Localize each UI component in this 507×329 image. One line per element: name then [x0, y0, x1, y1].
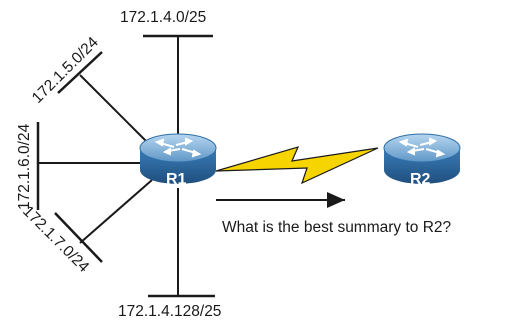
- question-text: What is the best summary to R2?: [222, 219, 452, 236]
- router-r2: R2: [383, 133, 461, 188]
- router-icon: [139, 133, 217, 184]
- router-icon: [383, 133, 461, 184]
- link-lower-left: [79, 179, 153, 244]
- router-r1: R1: [139, 133, 217, 188]
- network-label-left: 172.1.6.0/24: [16, 123, 33, 210]
- links: [38, 36, 179, 296]
- router-r1-label: R1: [166, 171, 187, 188]
- segment-bar-lower-left: [54, 212, 103, 263]
- segment-bars: [36, 34, 215, 298]
- router-r2-label: R2: [410, 171, 431, 188]
- network-label-upper-left: 172.1.5.0/24: [29, 34, 102, 107]
- lightning-bolt-icon: [215, 146, 379, 185]
- network-label-top: 172.1.4.0/25: [120, 9, 206, 26]
- segment-bar-upper-left: [57, 51, 103, 94]
- link-upper-left: [79, 74, 151, 146]
- network-label-bottom: 172.1.4.128/25: [118, 303, 221, 320]
